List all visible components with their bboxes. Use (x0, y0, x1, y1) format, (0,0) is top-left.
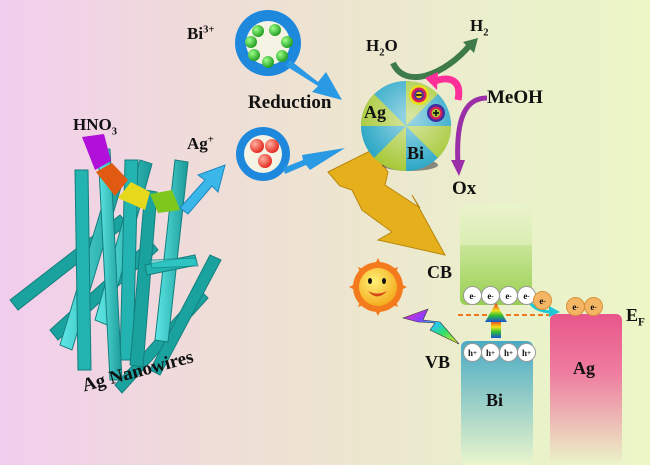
vb-label: VB (425, 352, 451, 372)
vb-hole: h+ (481, 343, 500, 362)
ag-bi-sphere (360, 80, 452, 172)
reduction-label: Reduction (248, 92, 332, 113)
h2-arrowhead (463, 38, 478, 53)
sphere-ag-label: Ag (364, 102, 386, 122)
plus-charge-icon (427, 104, 445, 122)
vb-hole: h+ (499, 343, 518, 362)
cb-electron: e- (463, 286, 482, 305)
bi-ion-label: Bi3+ (187, 24, 215, 43)
vb-hole: h+ (463, 343, 482, 362)
vb-hole: h+ (517, 343, 536, 362)
band-bi-label: Bi (486, 390, 504, 410)
ox-label: Ox (452, 178, 477, 199)
cb-electron: e- (481, 286, 500, 305)
bi-ion-balls (245, 24, 293, 68)
ag-release-arrow (179, 164, 226, 215)
sun-icon (349, 258, 407, 316)
band-ag-label: Ag (573, 358, 595, 378)
meoh-to-ox-arrow (455, 95, 488, 166)
valence-band (461, 341, 533, 465)
ag-ion-label: Ag+ (187, 134, 214, 153)
h2o-to-h2-arrow (390, 43, 473, 81)
ag-band (550, 314, 622, 464)
hno3-label: HNO3 (73, 115, 117, 138)
ag-ion-ring (236, 127, 345, 181)
excitation-arrow (491, 320, 501, 338)
big-yellow-arrow (327, 149, 446, 256)
h2o-label: H2O (366, 36, 398, 59)
cb-label: CB (427, 262, 453, 282)
cb-electron: e- (499, 286, 518, 305)
minus-charge-icon (409, 85, 429, 105)
band-diagram (458, 205, 622, 465)
transferred-electron: e- (584, 297, 603, 316)
light-bolt-icon (401, 308, 460, 345)
fermi-level-label: EF (626, 305, 645, 329)
sphere-bi-label: Bi (407, 143, 425, 163)
h2-label: H2 (470, 16, 489, 39)
hno3-etching-arc (82, 134, 180, 213)
meoh-label: MeOH (487, 87, 543, 108)
transferred-electron: e- (533, 291, 552, 310)
transferred-electron: e- (566, 297, 585, 316)
bi-ion-ring (235, 10, 342, 100)
